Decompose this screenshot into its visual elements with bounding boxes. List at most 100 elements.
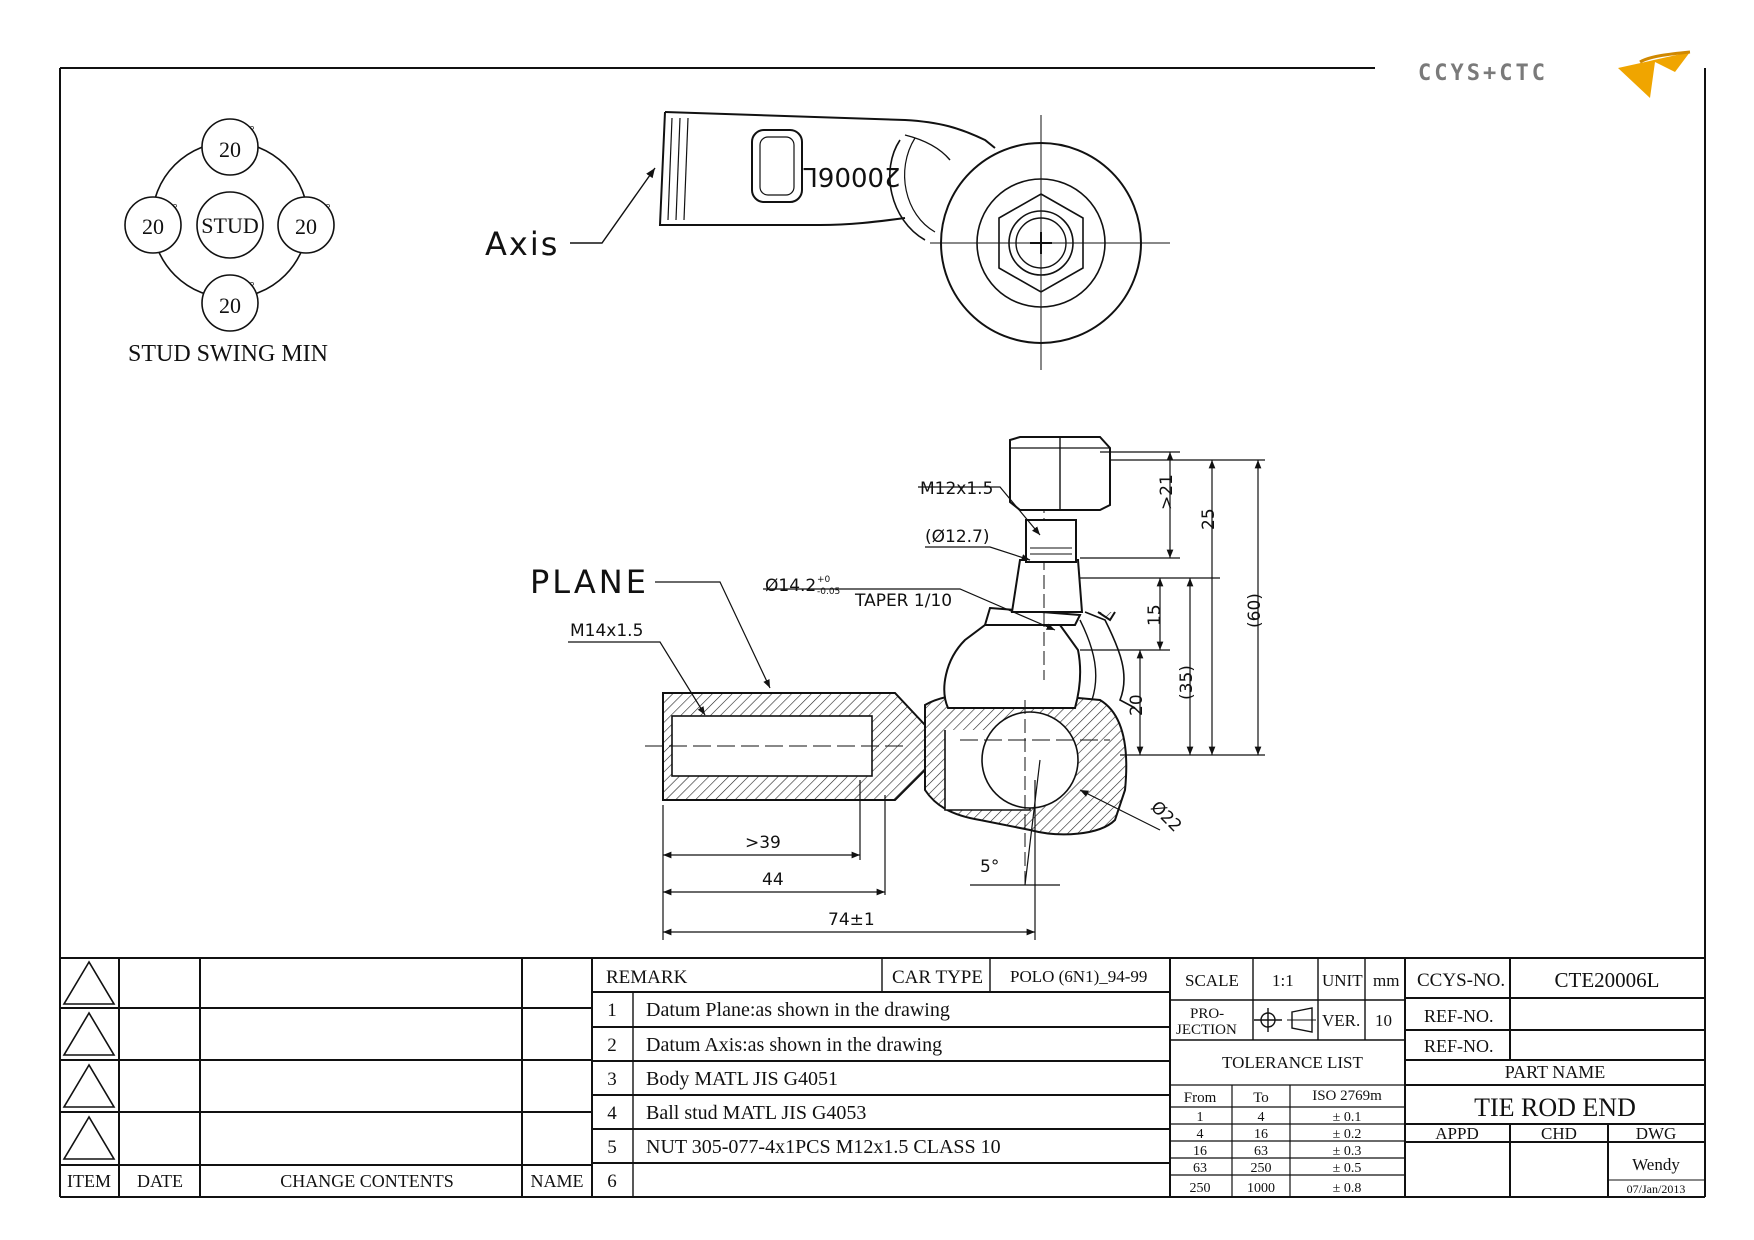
taper-text: TAPER 1/10: [854, 591, 952, 611]
ver-value: 10: [1375, 1011, 1392, 1030]
part-name-label: PART NAME: [1505, 1062, 1605, 1082]
dim-25: 25: [1199, 508, 1219, 530]
dwg-label: DWG: [1636, 1124, 1677, 1143]
projection-symbol-icon: [1254, 1007, 1316, 1033]
swing-bottom: 20: [219, 293, 241, 318]
projection-label-2: JECTION: [1176, 1022, 1237, 1038]
tol-from-3: 16: [1193, 1144, 1207, 1159]
drawn-by: Wendy: [1632, 1155, 1680, 1174]
header-date: DATE: [137, 1171, 183, 1191]
remark-title: REMARK: [606, 967, 688, 988]
tol-val-2: ± 0.2: [1333, 1127, 1362, 1142]
remark-num-5: 5: [607, 1137, 617, 1158]
taper-tol-plus: +0: [817, 575, 831, 585]
taper-main-label: Ø14.2: [765, 576, 816, 596]
scale-value: 1:1: [1272, 971, 1294, 990]
change-table-labels: ITEM DATE CHANGE CONTENTS NAME: [67, 1171, 584, 1191]
dim-74: 74±1: [828, 910, 875, 930]
tol-to-1: 4: [1258, 1110, 1265, 1125]
stud-swing-caption: STUD SWING MIN: [128, 341, 328, 367]
remark-text-2: Datum Axis:as shown in the drawing: [646, 1034, 942, 1056]
axis-label: Axis: [485, 225, 559, 263]
tol-from-4: 63: [1193, 1161, 1207, 1176]
company-logo: CCYS+CTC: [1418, 50, 1691, 98]
chd-label: CHD: [1541, 1124, 1577, 1143]
header-change-contents: CHANGE CONTENTS: [280, 1171, 454, 1191]
svg-text:°: °: [172, 200, 177, 215]
taper-tol-minus: -0.05: [817, 587, 840, 597]
remark-num-2: 2: [607, 1035, 617, 1056]
ref-no-label-2: REF-NO.: [1424, 1036, 1494, 1056]
unit-label: UNIT: [1322, 971, 1363, 990]
projection-label-1: PRO-: [1190, 1006, 1224, 1022]
remark-labels: REMARK CAR TYPE POLO (6N1)_94-99 1 Datum…: [606, 967, 1147, 1192]
stud-swing-labels: STUD 20 20 20 20 ° ° ° ° STUD SWING MIN: [128, 122, 331, 367]
logo-text: CCYS+CTC: [1418, 61, 1548, 86]
stud-swing-diagram: [124, 118, 335, 332]
swing-left: 20: [142, 214, 164, 239]
tol-val-1: ± 0.1: [1333, 1110, 1362, 1125]
dim-60: (60): [1245, 593, 1265, 628]
ref-no-label-1: REF-NO.: [1424, 1006, 1494, 1026]
header-name: NAME: [531, 1171, 584, 1191]
remark-text-3: Body MATL JIS G4051: [646, 1068, 838, 1090]
diameter-ref-label: (Ø12.7): [925, 527, 990, 547]
remark-text-5: NUT 305-077-4x1PCS M12x1.5 CLASS 10: [646, 1136, 1001, 1158]
tol-to-5: 1000: [1247, 1181, 1275, 1196]
ver-label: VER.: [1322, 1011, 1360, 1030]
dim-15: 15: [1145, 604, 1165, 626]
plane-label: PLANE: [530, 563, 649, 601]
appd-label: APPD: [1435, 1124, 1478, 1143]
remark-num-1: 1: [607, 1000, 617, 1021]
title-block-labels: CCYS-NO. CTE20006L REF-NO. REF-NO. PART …: [1417, 968, 1685, 1196]
tolerance-title: TOLERANCE LIST: [1222, 1053, 1363, 1072]
remark-num-4: 4: [607, 1103, 617, 1124]
svg-text:°: °: [249, 278, 254, 293]
tol-val-3: ± 0.3: [1333, 1144, 1362, 1159]
dimension-lines: [568, 451, 1265, 940]
scale-label: SCALE: [1185, 971, 1239, 990]
tol-val-5: ± 0.8: [1333, 1181, 1362, 1196]
remark-num-3: 3: [607, 1069, 617, 1090]
remark-num-6: 6: [607, 1171, 617, 1192]
remark-text-4: Ball stud MATL JIS G4053: [646, 1102, 866, 1124]
dim-gt39: >39: [745, 833, 781, 853]
car-type-label: CAR TYPE: [892, 967, 983, 988]
car-type-value: POLO (6N1)_94-99: [1010, 967, 1147, 986]
stud-label: STUD: [201, 213, 258, 238]
top-view-drawing: [570, 111, 1170, 370]
dim-44: 44: [762, 870, 784, 890]
side-view-drawing: [645, 436, 1136, 885]
swing-right: 20: [295, 214, 317, 239]
dim-35: (35): [1177, 665, 1197, 700]
tol-header-iso: ISO 2769m: [1312, 1088, 1382, 1104]
logo-emblem-icon: [1618, 52, 1690, 98]
ccys-no-label: CCYS-NO.: [1417, 970, 1505, 991]
tol-from-1: 1: [1197, 1110, 1204, 1125]
dimension-labels: PLANE M14x1.5 M12x1.5 (Ø12.7) Ø14.2 +0 -…: [530, 474, 1265, 930]
dim-20: 20: [1127, 694, 1147, 716]
svg-text:°: °: [249, 122, 254, 137]
title-block-grid: [60, 957, 1705, 1197]
unit-value: mm: [1373, 971, 1399, 990]
dim-gt21: >21: [1157, 474, 1177, 510]
svg-text:°: °: [325, 200, 330, 215]
swing-top: 20: [219, 137, 241, 162]
tol-to-4: 250: [1251, 1161, 1272, 1176]
header-item: ITEM: [67, 1171, 111, 1191]
dim-ball: Ø22: [1146, 797, 1185, 836]
tol-header-from: From: [1184, 1090, 1217, 1106]
tol-val-4: ± 0.5: [1333, 1161, 1362, 1176]
drawing-date: 07/Jan/2013: [1627, 1182, 1686, 1196]
part-name-value: TIE ROD END: [1474, 1093, 1636, 1122]
tol-to-2: 16: [1254, 1127, 1268, 1142]
tol-to-3: 63: [1254, 1144, 1268, 1159]
spec-labels: SCALE 1:1 UNIT mm PRO- JECTION VER. 10 T…: [1176, 971, 1399, 1196]
tol-header-to: To: [1253, 1090, 1269, 1106]
ccys-no-value: CTE20006L: [1555, 968, 1660, 992]
tol-from-2: 4: [1197, 1127, 1204, 1142]
dim-angle: 5°: [980, 857, 999, 877]
tol-from-5: 250: [1190, 1181, 1211, 1196]
top-view-labels: Axis 20006L: [485, 161, 901, 263]
